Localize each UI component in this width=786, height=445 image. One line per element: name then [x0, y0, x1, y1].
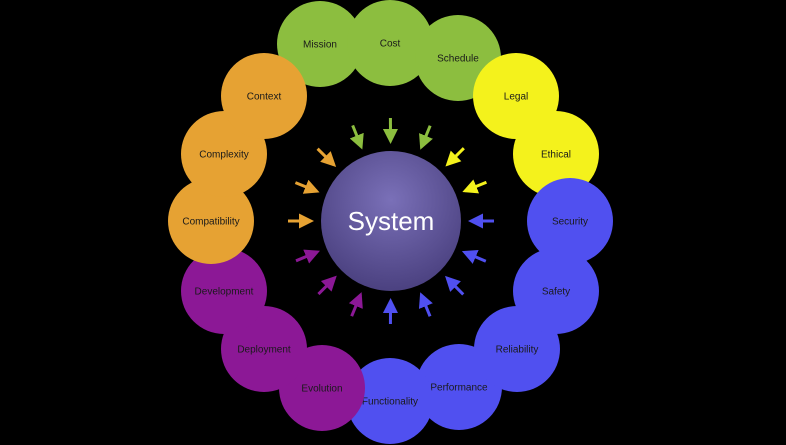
arrow-mission [349, 124, 364, 150]
node-label: Mission [303, 40, 337, 51]
arrow-complexity [294, 179, 320, 194]
node-ethical: Ethical [513, 111, 599, 197]
node-label: Development [195, 287, 254, 298]
node-label: Security [552, 217, 588, 228]
node-circle [168, 178, 254, 264]
node-label: Complexity [199, 150, 248, 161]
node-label: Evolution [301, 384, 342, 395]
arrow-safety [461, 250, 487, 264]
node-label: Reliability [496, 345, 539, 356]
node-label: Safety [542, 287, 570, 298]
arrow-schedule [419, 125, 433, 150]
arrow-evolution [348, 292, 363, 317]
arrow-performance [418, 292, 433, 317]
node-functionality: Functionality [347, 358, 433, 444]
node-context: Context [221, 53, 307, 139]
center-circle [321, 151, 461, 291]
node-security: Security [527, 178, 613, 264]
node-label: Schedule [437, 54, 479, 65]
node-label: Compatibility [182, 217, 239, 228]
node-cost: Cost [347, 0, 433, 86]
node-circle [527, 178, 613, 264]
node-circle [181, 248, 267, 334]
node-safety: Safety [513, 248, 599, 334]
node-compatibility: Compatibility [168, 178, 254, 264]
nodes-layer: Mission CostScheduleLegalEthicalPerforman… [168, 0, 613, 444]
node-label: Functionality [362, 397, 418, 408]
node-circle [513, 111, 599, 197]
node-label: Context [247, 92, 282, 103]
node-label: Cost [380, 39, 401, 50]
arrow-reliability [445, 275, 465, 296]
node-development: Development [181, 248, 267, 334]
arrow-deployment [317, 275, 337, 296]
arrow-development [295, 249, 320, 264]
arrow-legal [445, 147, 465, 167]
node-circle [277, 1, 363, 87]
arrow-ethical [462, 179, 487, 194]
node-circle [347, 0, 433, 86]
center-label: System [348, 206, 435, 236]
node-mission: Mission [277, 1, 363, 87]
center-node: System [321, 151, 461, 291]
node-label: Ethical [541, 150, 571, 161]
node-label: Legal [504, 92, 528, 103]
arrow-context [316, 147, 337, 167]
node-circle [221, 53, 307, 139]
node-label: Deployment [237, 345, 291, 356]
node-circle [513, 248, 599, 334]
node-circle [347, 358, 433, 444]
arrows-layer [288, 117, 494, 325]
node-label: Performance [430, 383, 488, 394]
